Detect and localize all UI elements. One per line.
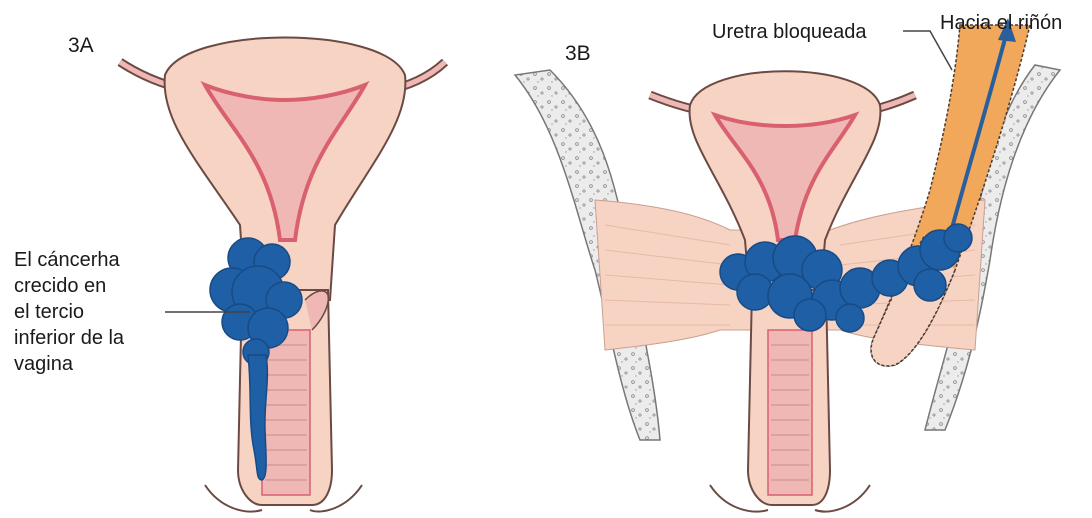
- ureter-label: Uretra bloqueada: [712, 21, 867, 43]
- annotation-3a: El cáncerha crecido en el tercio inferio…: [14, 249, 130, 375]
- annotation-line-2: crecido en: [14, 275, 106, 297]
- annotation-line-3: el tercio: [14, 301, 84, 323]
- panel-3b-label: 3B: [565, 42, 591, 65]
- arrow-label: Hacia el riñón: [940, 12, 1062, 34]
- panel-3a-label: 3A: [68, 34, 94, 57]
- annotation-line-4: inferior de la: [14, 327, 125, 349]
- ureter-label-pointer: [903, 31, 952, 70]
- annotation-line-5: vagina: [14, 353, 74, 375]
- annotation-line-1: El cáncerha: [14, 249, 120, 271]
- panel-3a: 3A: [14, 34, 445, 512]
- panel-3b: 3B: [515, 12, 1062, 512]
